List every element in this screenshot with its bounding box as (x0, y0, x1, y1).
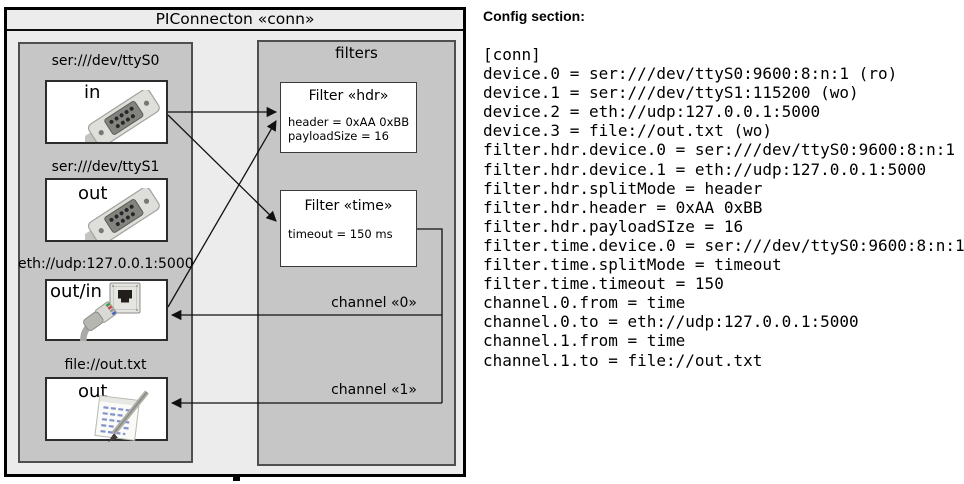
config-line: filter.hdr.splitMode = header (483, 178, 763, 198)
filter-params: timeout = 150 ms (288, 227, 393, 241)
channel-1-label: channel «1» (331, 382, 417, 398)
config-line: channel.0.from = time (483, 293, 686, 313)
config-line: channel.1.from = time (483, 331, 686, 351)
filter-params: header = 0xAA 0xBB payloadSize = 16 (288, 115, 409, 143)
ethernet-connector-icon (80, 301, 117, 341)
device-label-eth: eth://udp:127.0.0.1:5000 (18, 256, 194, 272)
title-separator (7, 29, 463, 31)
notepad-icon (94, 390, 149, 442)
filter-param: header = 0xAA 0xBB (288, 115, 410, 129)
config-line: device.0 = ser:///dev/ttyS0:9600:8:n:1 (… (483, 64, 898, 84)
config-line: filter.time.timeout = 150 (483, 274, 724, 294)
device-label-ttys1: ser:///dev/ttyS1 (51, 159, 160, 175)
config-line: device.2 = eth://udp:127.0.0.1:5000 (483, 102, 821, 122)
config-line: filter.time.splitMode = timeout (483, 255, 782, 275)
port-direction-label: out/in (50, 281, 102, 302)
filters-panel-label: filters (335, 44, 378, 62)
config-line: channel.1.to = file://out.txt (483, 350, 763, 370)
device-label-file: file://out.txt (64, 357, 147, 373)
device-box-file: out (45, 377, 168, 442)
filter-param: timeout = 150 ms (288, 227, 393, 241)
config-line: filter.hdr.header = 0xAA 0xBB (483, 197, 763, 217)
device-label-ttys0: ser:///dev/ttyS0 (51, 53, 160, 69)
serial-connector-icon (85, 90, 160, 142)
channel-0-label: channel «0» (331, 295, 417, 311)
port-direction-label: in (84, 82, 101, 103)
border-notch (233, 476, 240, 481)
device-box-ttys0: in (45, 80, 168, 144)
filter-title: Filter «time» (304, 198, 393, 214)
config-line: device.1 = ser:///dev/ttyS1:115200 (wo) (483, 83, 859, 103)
config-line: channel.0.to = eth://udp:127.0.0.1:5000 (483, 312, 859, 332)
config-line: filter.hdr.device.1 = eth://udp:127.0.0.… (483, 159, 927, 179)
config-line: device.3 = file://out.txt (wo) (483, 121, 772, 141)
device-box-ttys1: out (45, 178, 168, 242)
config-line: filter.hdr.payloadSIze = 16 (483, 216, 744, 236)
filter-hdr-box: Filter «hdr» header = 0xAA 0xBB payloadS… (280, 82, 417, 153)
port-direction-label: out (78, 183, 108, 204)
filter-title: Filter «hdr» (308, 88, 389, 104)
ethernet-jack-icon (109, 282, 141, 314)
device-box-eth: out/in (45, 279, 168, 341)
config-line: [conn] (483, 45, 541, 64)
config-line: filter.hdr.device.0 = ser:///dev/ttyS0:9… (483, 140, 956, 160)
config-heading: Config section: (483, 8, 585, 24)
diagram-title: PIConnecton «conn» (155, 10, 315, 28)
serial-connector-icon (85, 188, 160, 240)
config-listing: [conn] device.0 = ser:///dev/ttyS0:9600:… (483, 45, 964, 370)
filter-param: payloadSize = 16 (288, 129, 389, 143)
config-line: filter.time.device.0 = ser:///dev/ttyS0:… (483, 235, 964, 255)
filter-time-box: Filter «time» timeout = 150 ms (280, 190, 417, 267)
